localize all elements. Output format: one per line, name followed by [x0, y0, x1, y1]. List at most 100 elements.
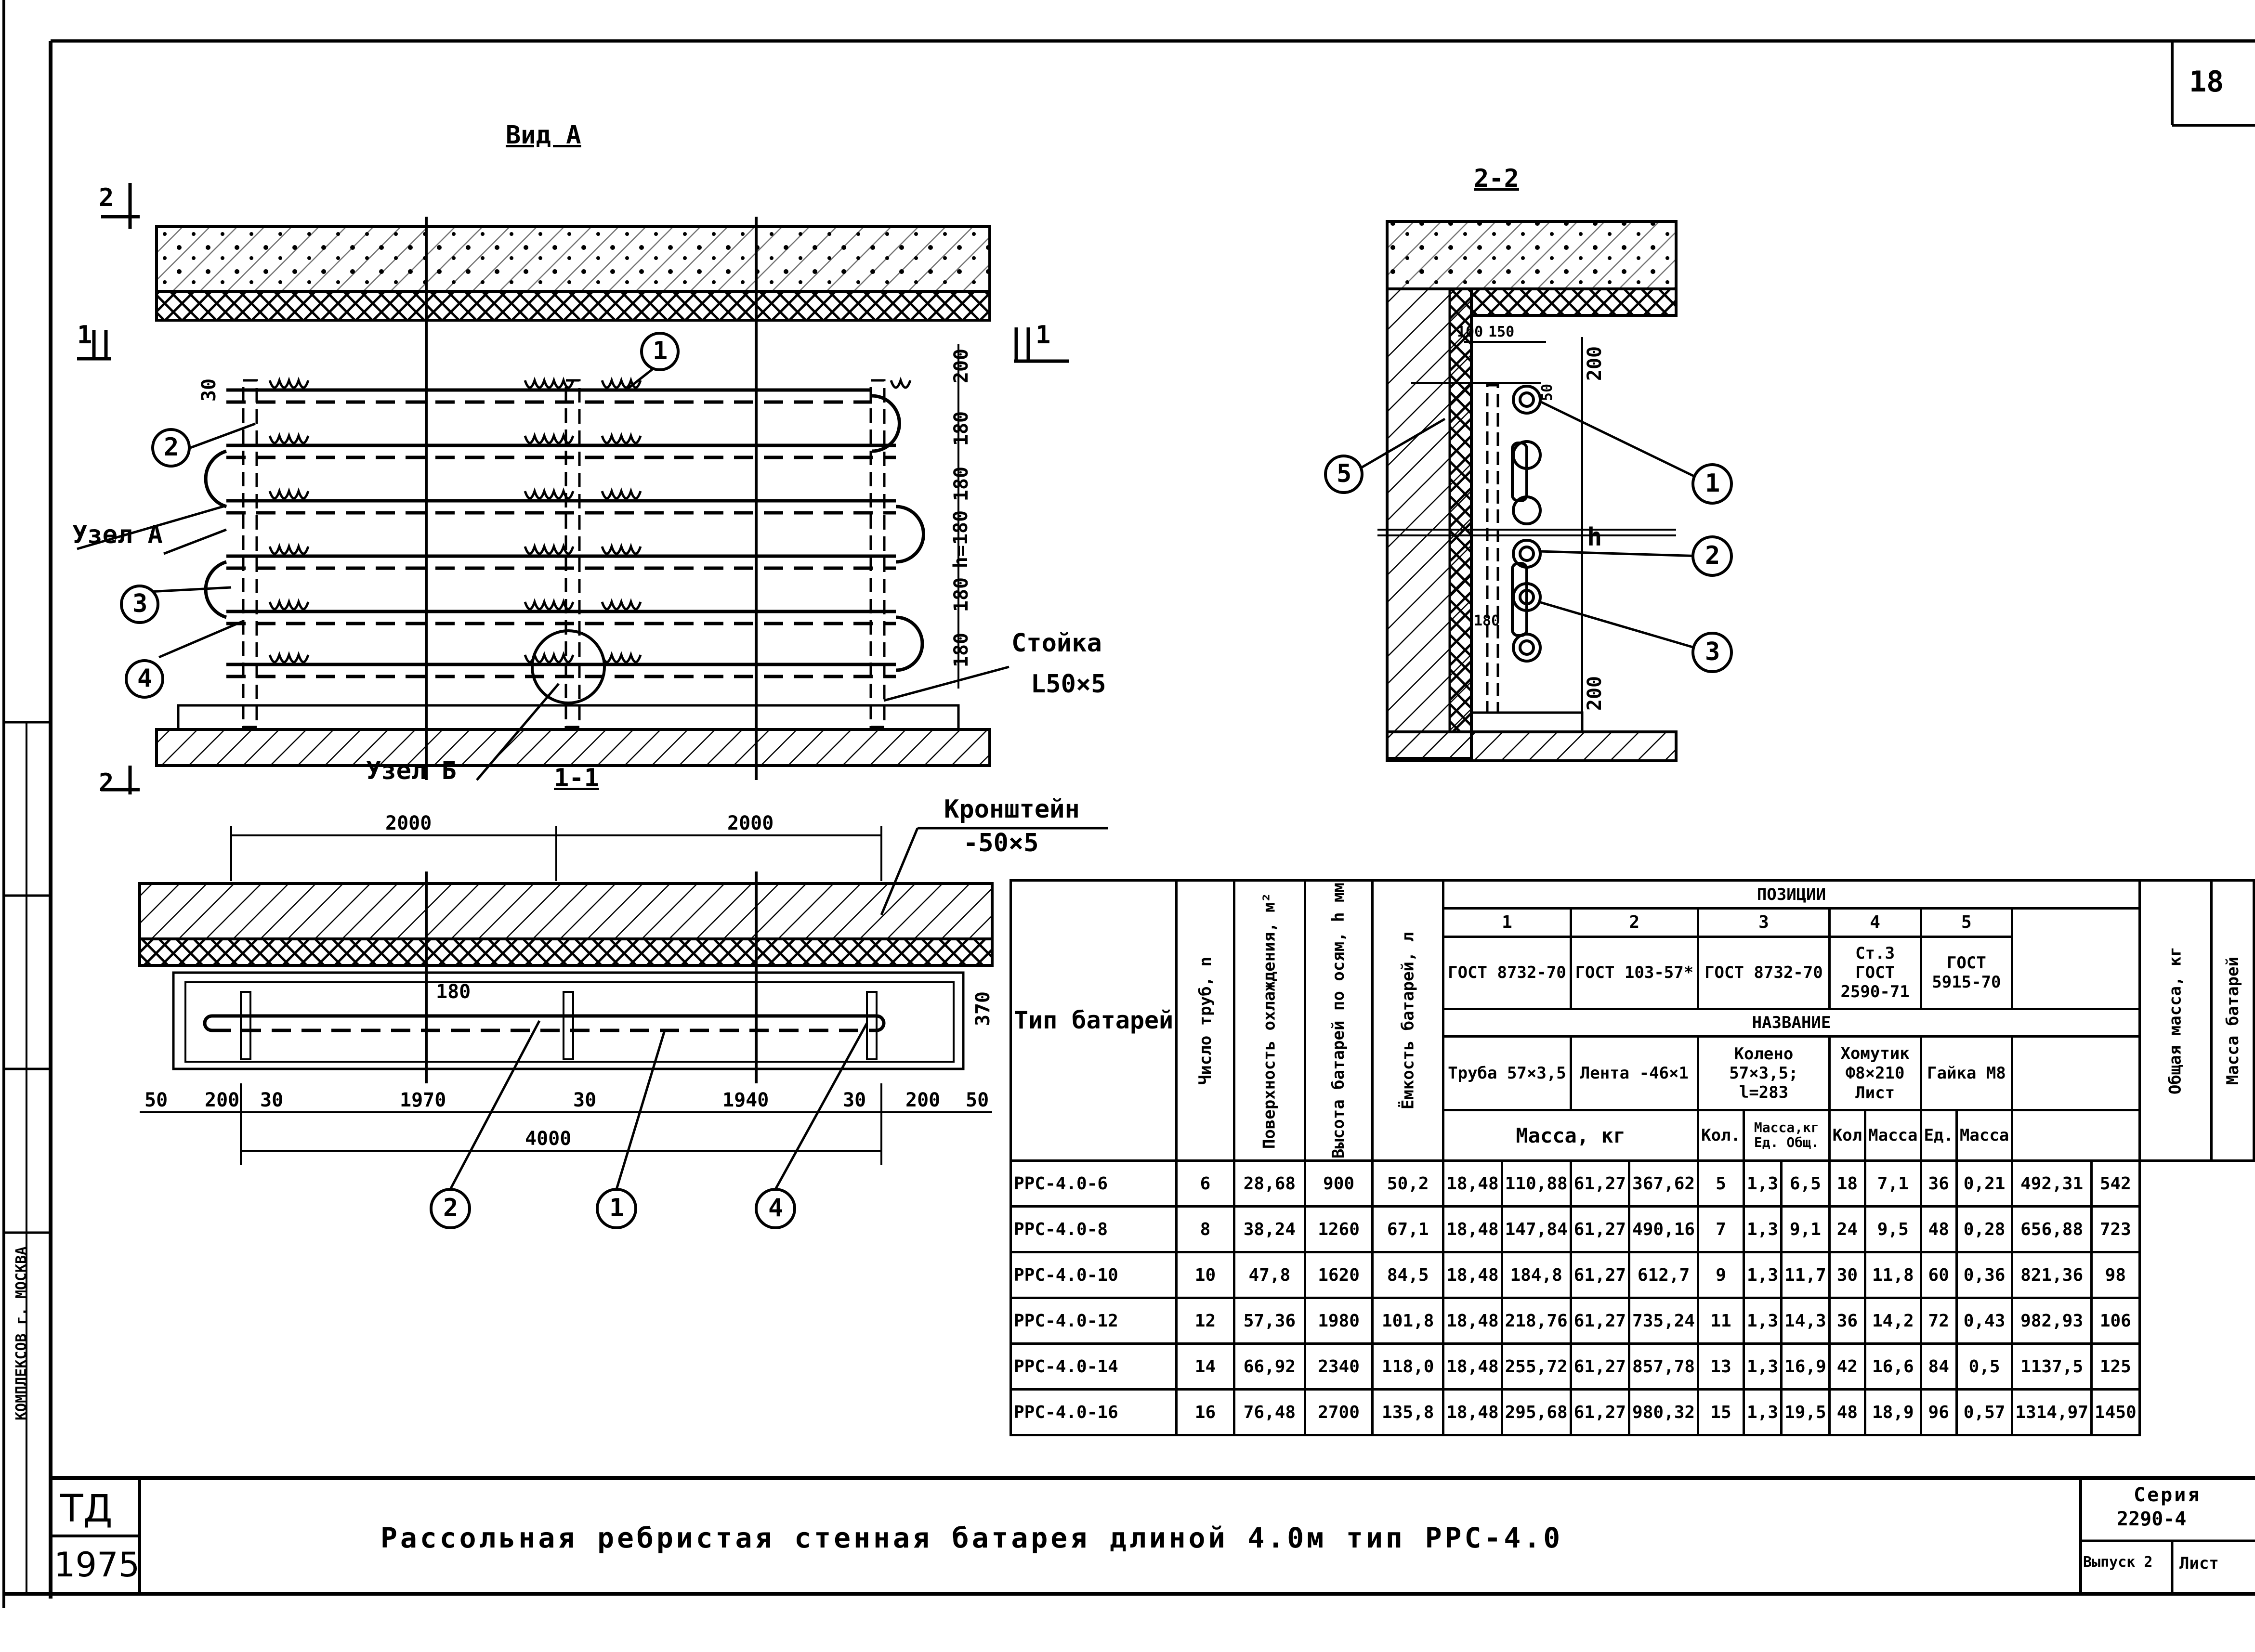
cell-type: РРС-4.0-12 — [1009, 1297, 1178, 1345]
cell-p3-total: 14,3 — [1780, 1297, 1831, 1345]
dim-1940: 1940 — [722, 1089, 769, 1111]
positions-header: ПОЗИЦИИ — [1442, 879, 2141, 910]
pos-1-gost: ГОСТ 8732-70 — [1442, 935, 1572, 1010]
position-balloons — [120, 332, 1733, 1229]
cut-mark-2-top: 2 — [99, 183, 114, 212]
dim-150-sec22: 150 — [1488, 324, 1515, 340]
cell-p3-unit: 1,3 — [1742, 1159, 1783, 1208]
balloon-1-section: 1 — [609, 1194, 625, 1223]
cell-p1-total: 218,76 — [1500, 1297, 1572, 1345]
cell-p5-mass: 0,43 — [1955, 1297, 2014, 1345]
cell-p4-qty: 24 — [1828, 1205, 1867, 1254]
cell-battery-mass: 106 — [2090, 1297, 2141, 1345]
dim-180-section: 180 — [436, 981, 471, 1003]
cell-p2-total: 490,16 — [1628, 1205, 1700, 1254]
cell-p2-total: 612,7 — [1628, 1251, 1700, 1300]
pos-4-sheet-label: Лист — [1855, 1083, 1895, 1103]
cell-capacity: 118,0 — [1371, 1342, 1445, 1391]
cell-p5-qty: 48 — [1919, 1205, 1958, 1254]
dim-50-sec22: 50 — [1539, 383, 1556, 402]
pos-3-name: Колено 57×3,5; l=283 — [1697, 1035, 1831, 1112]
cell-battery-mass: 723 — [2090, 1205, 2141, 1254]
cell-p1-unit: 18,48 — [1442, 1297, 1503, 1345]
col-total-mass-header: Общая масса, кг — [2139, 880, 2212, 1161]
col-qty-4: Кол — [1828, 1109, 1867, 1162]
pos-2-gost: ГОСТ 103-57* — [1569, 935, 1700, 1010]
section-2-2-title: 2-2 — [1474, 164, 1519, 193]
dim-180-b: 180 — [950, 466, 973, 502]
side-org-label: КОМПЛЕКСОВ г. МОСКВА — [13, 1246, 30, 1420]
dim-30-right: 30 — [843, 1089, 866, 1111]
dim-180-c: 180 — [950, 577, 973, 612]
node-b-label: Узел Б — [366, 756, 457, 785]
cell-p3-unit: 1,3 — [1742, 1251, 1783, 1300]
mass-kg-label: Масса,кг — [1754, 1119, 1819, 1136]
cell-surface: 28,68 — [1232, 1159, 1306, 1208]
cell-p1-unit: 18,48 — [1442, 1159, 1503, 1208]
section-1-1-title: 1-1 — [554, 764, 599, 793]
cell-p1-total: 295,68 — [1500, 1388, 1572, 1437]
cell-total-mass: 982,93 — [2011, 1297, 2093, 1345]
balloon-4-section: 4 — [768, 1194, 784, 1223]
pos-3-number: 3 — [1697, 907, 1831, 938]
cell-pipes: 16 — [1175, 1388, 1235, 1437]
dim-180-sec22: 180 — [1474, 612, 1500, 629]
year-label: 1975 — [54, 1545, 140, 1585]
sheet-number: 18 — [2189, 65, 2224, 99]
cell-p5-qty: 84 — [1919, 1342, 1958, 1391]
section-1-1-drawing — [138, 826, 1108, 1190]
dim-h-sec22: h — [1587, 523, 1602, 552]
post-title: Стойка — [1011, 629, 1102, 658]
dim-30-left: 30 — [260, 1089, 284, 1111]
pos-blank-4 — [2011, 1109, 2141, 1162]
dim-1970: 1970 — [400, 1089, 446, 1111]
dim-370: 370 — [972, 991, 995, 1027]
cell-capacity: 67,1 — [1371, 1205, 1445, 1254]
cell-surface: 57,36 — [1232, 1297, 1306, 1345]
col-mass-5: Масса — [1955, 1109, 2014, 1162]
cell-p5-mass: 0,57 — [1955, 1388, 2014, 1437]
cell-p3-qty: 13 — [1697, 1342, 1745, 1391]
dim-2000-b: 2000 — [727, 812, 774, 834]
cell-p1-unit: 18,48 — [1442, 1342, 1503, 1391]
td-label: ТД — [60, 1487, 113, 1531]
cell-p3-unit: 1,3 — [1742, 1205, 1783, 1254]
cell-p2-total: 980,32 — [1628, 1388, 1700, 1437]
cell-surface: 47,8 — [1232, 1251, 1306, 1300]
cell-pipes: 12 — [1175, 1297, 1235, 1345]
cell-total-mass: 1137,5 — [2011, 1342, 2093, 1391]
cell-height: 1260 — [1303, 1205, 1374, 1254]
pos-1-name: Труба 57×3,5 — [1442, 1035, 1572, 1112]
cell-p3-unit: 1,3 — [1742, 1342, 1783, 1391]
cell-p3-total: 9,1 — [1780, 1205, 1831, 1254]
cell-p1-unit: 18,48 — [1442, 1205, 1503, 1254]
cell-height: 1980 — [1303, 1297, 1374, 1345]
cell-p3-qty: 15 — [1697, 1388, 1745, 1437]
cell-type: РРС-4.0-8 — [1009, 1205, 1178, 1254]
pos-4-gost: Ст.3 ГОСТ 2590-71 — [1828, 935, 1922, 1010]
cell-p5-qty: 96 — [1919, 1388, 1958, 1437]
dim-200-sec22-top: 200 — [1584, 346, 1606, 381]
cell-type: РРС-4.0-14 — [1009, 1342, 1178, 1391]
cell-height: 2700 — [1303, 1388, 1374, 1437]
cell-battery-mass: 1450 — [2090, 1388, 2141, 1437]
mass-header: Масса, кг — [1442, 1109, 1700, 1162]
bracket-spec: -50×5 — [963, 829, 1039, 858]
cell-p1-total: 184,8 — [1500, 1251, 1572, 1300]
cell-p3-qty: 7 — [1697, 1205, 1745, 1254]
cell-total-mass: 492,31 — [2011, 1159, 2093, 1208]
cell-capacity: 84,5 — [1371, 1251, 1445, 1300]
cell-p5-mass: 0,21 — [1955, 1159, 2014, 1208]
dim-200-top: 200 — [950, 348, 973, 384]
cell-p1-total: 255,72 — [1500, 1342, 1572, 1391]
dim-200-sec22-bottom: 200 — [1584, 676, 1606, 711]
cell-p4-mass: 14,2 — [1864, 1297, 1922, 1345]
dim-50-right: 50 — [966, 1089, 989, 1111]
name-header: НАЗВАНИЕ — [1442, 1007, 2141, 1038]
view-a-drawing — [77, 183, 1069, 794]
cell-p3-unit: 1,3 — [1742, 1388, 1783, 1437]
